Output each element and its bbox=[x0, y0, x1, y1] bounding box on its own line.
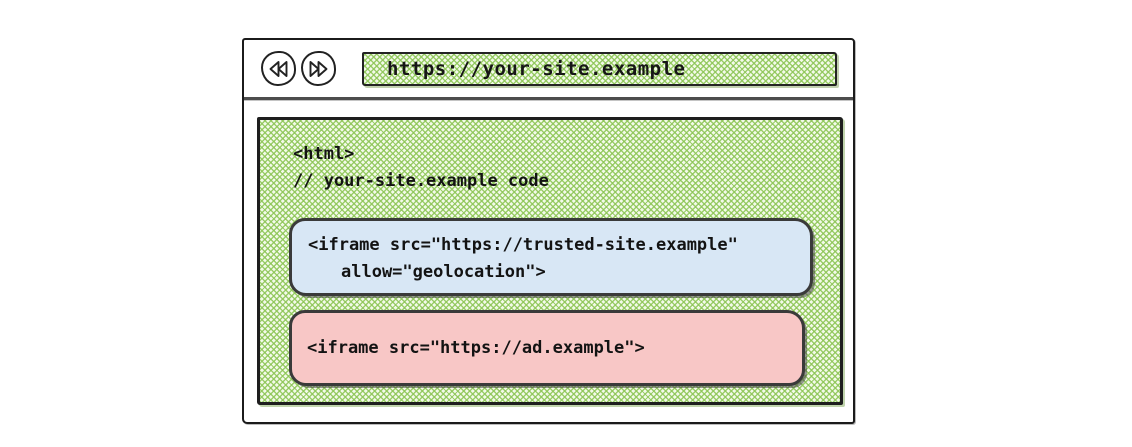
page-code-block: <html> // your-site.example code bbox=[293, 141, 549, 195]
code-line-comment: // your-site.example code bbox=[293, 171, 549, 191]
back-button[interactable] bbox=[261, 51, 296, 86]
address-bar[interactable]: https://your-site.example bbox=[362, 51, 837, 86]
ad-iframe-line-src: <iframe src="https://ad.example"> bbox=[307, 337, 645, 358]
forward-button[interactable] bbox=[301, 51, 336, 86]
trusted-iframe-line-allow: allow="geolocation"> bbox=[341, 262, 546, 282]
ad-iframe-box: <iframe src="https://ad.example"> bbox=[289, 310, 805, 386]
trusted-iframe-box: <iframe src="https://trusted-site.exampl… bbox=[289, 218, 813, 296]
trusted-iframe-line-src: <iframe src="https://trusted-site.exampl… bbox=[308, 235, 738, 255]
url-text: https://your-site.example bbox=[387, 57, 686, 80]
double-arrow-right-icon bbox=[309, 60, 328, 77]
code-line-html-open: <html> bbox=[293, 144, 355, 164]
browser-window: https://your-site.example <html> // your… bbox=[242, 38, 855, 424]
page-content: <html> // your-site.example code <iframe… bbox=[257, 117, 843, 405]
double-arrow-left-icon bbox=[269, 60, 288, 77]
browser-toolbar: https://your-site.example bbox=[244, 40, 853, 100]
